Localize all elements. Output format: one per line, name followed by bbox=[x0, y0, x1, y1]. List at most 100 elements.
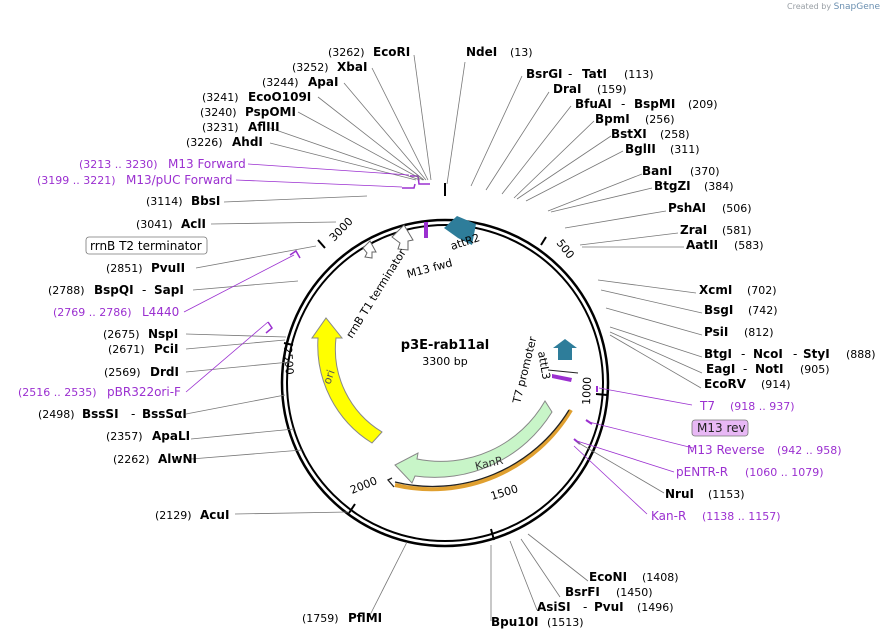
attl3-arrow bbox=[553, 339, 577, 360]
primer-t7: T7(918 .. 937) bbox=[699, 399, 795, 413]
tick-2000 bbox=[348, 503, 356, 514]
svg-text:(2569): (2569) bbox=[104, 366, 141, 379]
svg-text:NdeI: NdeI bbox=[466, 45, 497, 59]
svg-text:BspMI: BspMI bbox=[634, 97, 675, 111]
site-pshai: PshAI(506) bbox=[668, 201, 752, 215]
svg-text:(742): (742) bbox=[748, 304, 778, 317]
svg-text:(1138 .. 1157): (1138 .. 1157) bbox=[702, 510, 781, 523]
site-pvuii: (2851)PvuII bbox=[106, 261, 185, 275]
svg-text:(914): (914) bbox=[761, 378, 791, 391]
ori-arrow bbox=[311, 317, 383, 444]
site-drai: DraI(159) bbox=[553, 82, 627, 96]
svg-text:(3252): (3252) bbox=[292, 61, 329, 74]
t7-promoter-line bbox=[547, 369, 579, 374]
svg-text:EcoRV: EcoRV bbox=[704, 377, 747, 391]
primer-kan-r: Kan-R(1138 .. 1157) bbox=[651, 509, 781, 523]
site-acli: (3041)AclI bbox=[136, 217, 206, 231]
svg-text:(905): (905) bbox=[800, 363, 830, 376]
svg-text:-: - bbox=[743, 362, 747, 376]
site-afliii: (3231)AflIII bbox=[202, 120, 280, 134]
svg-text:AhdI: AhdI bbox=[232, 135, 263, 149]
site-bstxi: BstXI(258) bbox=[611, 127, 690, 141]
feature-rrnb-t2: rrnB T2 terminator bbox=[85, 236, 208, 255]
svg-text:(3199 .. 3221): (3199 .. 3221) bbox=[37, 174, 116, 187]
ori-label: ori bbox=[321, 368, 338, 386]
svg-text:(888): (888) bbox=[846, 348, 876, 361]
site-bsrgi: BsrGI-TatI(113) bbox=[526, 67, 654, 81]
snapgene-brand: Created by SnapGene bbox=[787, 2, 880, 12]
svg-text:PflMI: PflMI bbox=[348, 611, 382, 625]
l4440-bar bbox=[289, 249, 301, 259]
svg-text:(2498): (2498) bbox=[38, 408, 75, 421]
svg-text:(1153): (1153) bbox=[708, 488, 745, 501]
svg-text:PsiI: PsiI bbox=[704, 325, 728, 339]
rrnb-t1-arrow bbox=[391, 224, 414, 251]
svg-text:StyI: StyI bbox=[803, 347, 830, 361]
svg-text:PciI: PciI bbox=[154, 342, 179, 356]
svg-text:(2516 .. 2535): (2516 .. 2535) bbox=[18, 386, 97, 399]
svg-text:rrnB T2 terminator: rrnB T2 terminator bbox=[90, 239, 202, 253]
svg-text:PvuII: PvuII bbox=[151, 261, 185, 275]
rrnb-t2-arrow bbox=[362, 240, 377, 259]
site-nspi: (2675)NspI bbox=[103, 327, 178, 341]
tick-1500 bbox=[490, 528, 495, 541]
svg-text:(942 .. 958): (942 .. 958) bbox=[777, 444, 842, 457]
svg-text:EagI: EagI bbox=[706, 362, 735, 376]
svg-text:AatII: AatII bbox=[686, 238, 718, 252]
svg-text:(3114): (3114) bbox=[146, 195, 183, 208]
tick-500 bbox=[540, 236, 547, 246]
svg-text:(3213 .. 3230): (3213 .. 3230) bbox=[79, 158, 158, 171]
svg-text:-: - bbox=[621, 97, 625, 111]
svg-text:(3241): (3241) bbox=[202, 91, 239, 104]
svg-text:BpmI: BpmI bbox=[595, 112, 630, 126]
svg-text:pENTR-R: pENTR-R bbox=[676, 465, 728, 479]
svg-text:BsgI: BsgI bbox=[704, 303, 733, 317]
svg-text:NruI: NruI bbox=[665, 487, 694, 501]
svg-text:ApaI: ApaI bbox=[308, 75, 338, 89]
right-site-labels: NdeI(13) BsrGI-TatI(113) DraI(159) BfuAI… bbox=[466, 45, 876, 501]
features: ori KanR attR2 M13 fwd rrnB T1 terminato… bbox=[265, 175, 598, 492]
svg-text:-: - bbox=[583, 600, 587, 614]
svg-text:AcuI: AcuI bbox=[200, 508, 229, 522]
right-primer-labels: T7(918 .. 937) M13 rev M13 Reverse(942 .… bbox=[651, 399, 842, 523]
kanr-primer-bar bbox=[394, 408, 573, 492]
attl3-label: attL3 bbox=[535, 350, 553, 380]
rrnb-t1-label: rrnB T1 terminator bbox=[344, 247, 410, 341]
tick-label-1500: 1500 bbox=[489, 482, 520, 503]
site-ahdi: (3226)AhdI bbox=[186, 135, 263, 149]
site-acui: (2129) AcuI bbox=[155, 508, 229, 522]
primer-pbr322ori-f: (2516 .. 2535) pBR322ori-F bbox=[18, 385, 181, 399]
m13-fwd-primer bbox=[424, 222, 428, 238]
svg-text:TatI: TatI bbox=[582, 67, 607, 81]
svg-text:AflIII: AflIII bbox=[248, 120, 280, 134]
svg-text:(581): (581) bbox=[722, 224, 752, 237]
kanr-primer-arrowhead bbox=[386, 477, 395, 488]
svg-text:(2129): (2129) bbox=[155, 509, 192, 522]
svg-text:(812): (812) bbox=[744, 326, 774, 339]
site-drdi: (2569)DrdI bbox=[104, 365, 179, 379]
svg-text:(311): (311) bbox=[670, 143, 700, 156]
svg-text:NcoI: NcoI bbox=[753, 347, 783, 361]
site-apali: (2357)ApaLI bbox=[106, 429, 190, 443]
svg-text:-: - bbox=[793, 347, 797, 361]
site-ndei: NdeI(13) bbox=[466, 45, 533, 59]
site-econi: EcoNI(1408) bbox=[589, 570, 679, 584]
svg-text:pBR322ori-F: pBR322ori-F bbox=[107, 385, 181, 399]
plasmid-name: p3E-rab11al bbox=[401, 338, 489, 353]
site-bpmi: BpmI(256) bbox=[595, 112, 675, 126]
svg-text:(3240): (3240) bbox=[200, 106, 237, 119]
svg-text:Bpu10I: Bpu10I bbox=[491, 615, 538, 629]
primer-m13-rev: M13 rev bbox=[691, 419, 749, 437]
svg-text:-: - bbox=[568, 67, 572, 81]
svg-text:(370): (370) bbox=[690, 165, 720, 178]
site-bspqi: (2788)BspQI-SapI bbox=[48, 283, 184, 297]
svg-text:NspI: NspI bbox=[148, 327, 178, 341]
svg-text:BanI: BanI bbox=[642, 164, 672, 178]
svg-text:(209): (209) bbox=[688, 98, 718, 111]
svg-text:BglII: BglII bbox=[625, 142, 656, 156]
site-bani: BanI (370) bbox=[642, 164, 720, 178]
svg-text:-: - bbox=[142, 283, 146, 297]
m13-fwd-label: M13 fwd bbox=[405, 256, 453, 281]
svg-text:(3244): (3244) bbox=[262, 76, 299, 89]
plasmid-length: 3300 bp bbox=[422, 355, 467, 368]
